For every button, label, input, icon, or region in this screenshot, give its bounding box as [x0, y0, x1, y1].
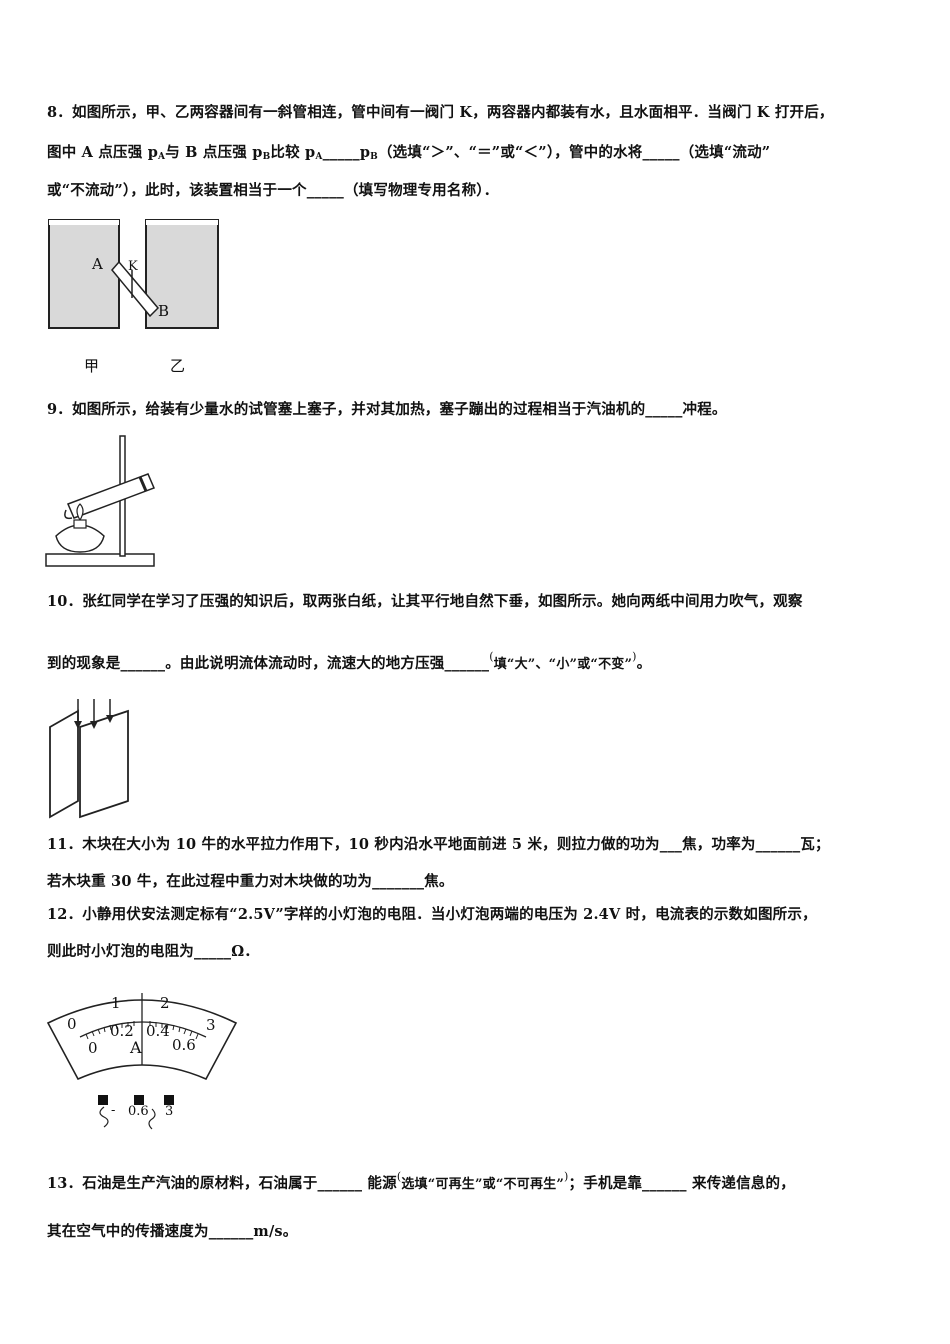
outer-scale-3: 3 [206, 1016, 216, 1034]
terminal-0-6: 0.6 [128, 1104, 149, 1119]
q10-line-2: 到的现象是______。由此说明流体流动时，流速大的地方压强______(填“大… [47, 650, 651, 673]
outer-scale-1: 1 [111, 994, 121, 1012]
q13-hint: 选填“可再生”或“不可再生” [401, 1177, 565, 1192]
inner-scale-0: 0 [88, 1039, 98, 1057]
q8-sub-a: A [158, 152, 166, 162]
q8-text-e: （选填“＞”、“＝”或“＜”），管中的水将_____（选填“流动” [377, 144, 771, 161]
test-tube-heating-figure [44, 432, 160, 572]
q10-paren-close: ) [632, 650, 637, 663]
q13-paren-close: ) [564, 1170, 569, 1183]
q10-text: 到的现象是______。由此说明流体流动时，流速大的地方压强______ [47, 655, 490, 672]
terminal-negative: - [111, 1103, 116, 1118]
q10-line-1: 10．张红同学在学习了压强的知识后，取两张白纸，让其平行地自然下垂，如图所示。她… [47, 593, 803, 610]
terminal-3: 3 [165, 1104, 174, 1119]
q10-paren-open: ( [489, 650, 494, 663]
inner-scale-0-6: 0.6 [172, 1036, 196, 1054]
q8-line-2: 图中 A 点压强 pA与 B 点压强 pB比较 pA_____pB（选填“＞”、… [47, 141, 770, 162]
q8-text-b: 与 B 点压强 p [165, 144, 263, 161]
q11-line-1: 11．木块在大小为 10 牛的水平拉力作用下，10 秒内沿水平地面前进 5 米，… [47, 836, 830, 853]
container-jia-label: 甲 [84, 357, 100, 375]
q13-line-2: 其在空气中的传播速度为______m/s。 [47, 1223, 298, 1240]
outer-scale-2: 2 [160, 994, 170, 1012]
q8-line-3: 或“不流动”），此时，该装置相当于一个_____（填写物理专用名称）． [47, 182, 499, 199]
q8-line-1: 8．如图所示，甲、乙两容器间有一斜管相连，管中间有一阀门 K，两容器内都装有水，… [47, 104, 834, 121]
point-a-label: A [92, 255, 103, 273]
point-b-label: B [158, 302, 170, 320]
q12-line-2: 则此时小灯泡的电阻为_____Ω． [47, 943, 260, 960]
q13-line-1: 13．石油是生产汽油的原材料，石油属于______ 能源(选填“可再生”或“不可… [47, 1170, 795, 1193]
valve-k-label: K [128, 259, 138, 274]
ammeter-unit-label: A [130, 1038, 142, 1057]
connected-containers-figure: A K B 甲 乙 [46, 218, 221, 378]
q8-text-c: 比较 p [270, 144, 316, 161]
container-yi-label: 乙 [170, 357, 186, 375]
q8-sub-b-2: B [370, 152, 378, 162]
q13-paren-open: ( [396, 1170, 402, 1183]
inner-scale-0-4: 0.4 [146, 1022, 170, 1040]
q8-sub-a-2: A [315, 152, 323, 162]
inner-scale-0-2: 0.2 [110, 1022, 134, 1040]
q13-text-b: ；手机是靠______ 来传递信息的， [568, 1175, 795, 1192]
q8-sub-b: B [262, 152, 271, 162]
q9-line-1: 9．如图所示，给装有少量水的试管塞上塞子，并对其加热，塞子蹦出的过程相当于汽油机… [47, 401, 727, 418]
q11-line-2: 若木块重 30 牛，在此过程中重力对木块做的功为_______焦。 [47, 873, 454, 890]
ammeter-figure: 0 1 2 3 0 0.2 0.4 0.6 A - 0.6 3 [46, 985, 238, 1131]
outer-scale-0: 0 [67, 1015, 77, 1033]
q8-text-d: _____p [322, 144, 371, 161]
paper-sheets-figure [46, 697, 132, 819]
q8-text-a: 图中 A 点压强 p [47, 144, 159, 161]
q10-hint: 填“大”、“小”或“不变” [493, 657, 633, 672]
q10-end: 。 [636, 655, 652, 672]
q12-line-1: 12．小静用伏安法测定标有“2.5V”字样的小灯泡的电阻．当小灯泡两端的电压为 … [47, 906, 817, 923]
q13-text-a: 13．石油是生产汽油的原材料，石油属于______ 能源 [47, 1175, 397, 1192]
